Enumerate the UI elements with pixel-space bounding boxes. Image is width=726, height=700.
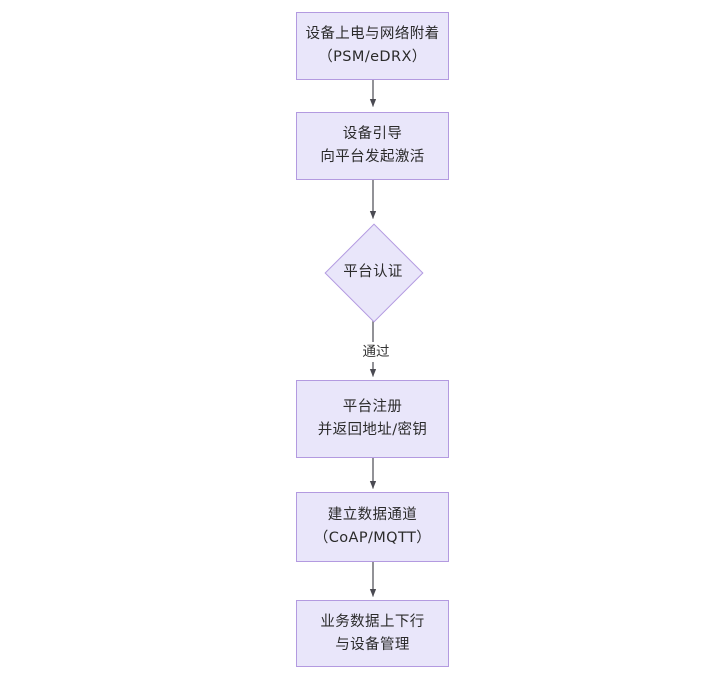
node-text-line: 建立数据通道 <box>327 507 418 523</box>
node-text-line: （CoAP/MQTT） <box>313 530 432 546</box>
flow-node-platform-auth-decision[interactable]: 平台认证 <box>324 223 424 323</box>
node-text-line: 平台注册 <box>342 399 403 415</box>
node-text-line: 设备引导 <box>342 126 403 142</box>
node-text-line: 向平台发起激活 <box>320 149 425 165</box>
node-text-line: （PSM/eDRX） <box>318 49 427 65</box>
edge-label-pass: 通过 <box>353 342 399 362</box>
node-text-line: 并返回地址/密钥 <box>317 422 428 438</box>
node-text-line: 与设备管理 <box>335 636 410 653</box>
flow-node-platform-registration[interactable]: 平台注册 并返回地址/密钥 <box>296 380 449 458</box>
flow-node-business-data[interactable]: 业务数据上下行 与设备管理 <box>296 600 449 667</box>
node-text-line: 平台认证 <box>343 263 403 280</box>
node-text-line: 设备上电与网络附着 <box>305 26 440 42</box>
flow-node-device-bootstrap[interactable]: 设备引导 向平台发起激活 <box>296 112 449 180</box>
node-text-line: 业务数据上下行 <box>320 613 425 630</box>
flow-node-device-power-on[interactable]: 设备上电与网络附着 （PSM/eDRX） <box>296 12 449 80</box>
flow-node-data-channel[interactable]: 建立数据通道 （CoAP/MQTT） <box>296 492 449 562</box>
